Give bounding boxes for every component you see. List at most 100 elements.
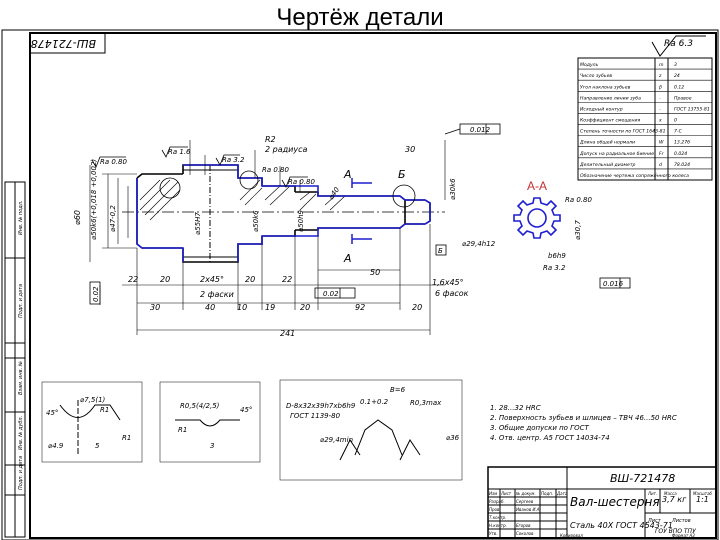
detail-circle <box>159 177 181 199</box>
ra-label: Ra 0.80 <box>100 158 128 166</box>
side-label: Взам. инв. № <box>18 361 24 395</box>
dim-l30b: 30 <box>405 145 415 154</box>
section-marks <box>351 178 372 244</box>
gear-param-symbol: - <box>659 96 661 101</box>
dim-d50k6: ⌀50k6(+0,018 +0,002) <box>90 159 98 240</box>
detail-view-2 <box>159 381 261 463</box>
dim-l20d: 20 <box>412 303 422 312</box>
ra-label: Ra 3.2 <box>222 156 245 164</box>
gear-parameter-table <box>577 57 713 181</box>
dim-d29: ⌀29,4h12 <box>462 240 496 248</box>
detail-label: R0,3max <box>410 399 442 407</box>
side-label: Подп. и дата <box>18 284 24 318</box>
dim-d30h7: ⌀30,7 <box>574 220 582 240</box>
detail-label: ⌀36 <box>446 434 460 442</box>
detail-label: ⌀29,4min <box>320 436 353 444</box>
side-label: Инв. № подл. <box>18 201 24 236</box>
ra-label: Ra 1.6 <box>168 148 191 156</box>
gear-param-value: 0.12 <box>674 84 684 90</box>
gear-param-name: Модуль <box>580 62 599 68</box>
slide-title: Чертёж детали <box>276 4 444 31</box>
gear-param-symbol: - <box>659 130 661 135</box>
ra-label: Ra 0.80 <box>262 166 290 174</box>
detail-label: 45° <box>46 409 58 417</box>
title-block-role: Утв. <box>489 531 497 536</box>
roughness-marks: Ra 0.80 Ra 1.6 Ra 3.2 Ra 0.80 Ra 0.80 <box>100 148 316 186</box>
title-block-role: Т.контр. <box>489 515 506 520</box>
dim-chamfer16: 1,6x45° <box>432 278 464 287</box>
gear-param-value: 13.276 <box>674 140 690 146</box>
dim-l19: 19 <box>265 303 275 312</box>
detail-circle <box>239 170 259 190</box>
title-block-copied: Копировал <box>560 533 583 538</box>
ra-label: Ra 0.80 <box>565 196 593 204</box>
dim-r2b: 2 радиуса <box>265 145 307 154</box>
title-block-sheets: Листов <box>671 518 691 524</box>
detail-view-3 <box>279 379 463 481</box>
gear-teeth <box>183 165 238 262</box>
detail-label: 3 <box>210 442 214 450</box>
detail-view-1-labels: ⌀7,5(1) R1 45° ⌀4.9 5 R1 <box>46 396 131 450</box>
detail-label: B=6 <box>390 386 406 394</box>
title-block-role: Разраб. <box>489 499 505 504</box>
dim-b6h9: b6h9 <box>548 252 566 260</box>
gear-param-symbol: x <box>658 119 662 124</box>
dim-l92: 92 <box>355 303 365 312</box>
section-mark-a-top: А <box>343 168 352 181</box>
detail-label: 45° <box>240 406 252 414</box>
gear-param-value: - <box>674 174 676 179</box>
dim-d55: ⌀55Н7 <box>194 212 202 235</box>
gear-param-name: Обозначение чертежа сопряжённого колеса <box>580 173 689 179</box>
tol-label: 0.02 <box>323 290 339 298</box>
title-block-head: Масштаб <box>693 491 713 496</box>
highlight-contour <box>136 164 431 262</box>
title-block-person: Иванов И.А. <box>516 507 541 512</box>
tol-label: 0.012 <box>470 126 491 134</box>
title-block-col: Дата <box>556 491 568 496</box>
detail-label: D-8x32x39h7xb6h9 <box>286 402 356 410</box>
detail-view-2-labels: R0,5(4/2,5) R1 45° 3 <box>178 402 252 450</box>
dimension-labels: ⌀60 ⌀50k6(+0,018 +0,002) ⌀47-0,2 ⌀55Н7 ⌀… <box>73 135 496 338</box>
gear-param-symbol: Fr <box>659 151 665 157</box>
detail-label: 5 <box>95 442 100 450</box>
gear-param-name: Исходный контур <box>580 106 623 112</box>
gear-param-symbol: z <box>658 74 662 79</box>
detail-label: R0,5(4/2,5) <box>180 402 220 410</box>
detail-label: R1 <box>100 406 109 414</box>
gear-param-name: Степень точности по ГОСТ 1643-81 <box>580 129 666 135</box>
tol-label: 0.016 <box>603 280 624 288</box>
note-line: 1. 28...32 HRC <box>490 404 541 412</box>
dim-d50k6b: ⌀50k6 <box>252 210 260 232</box>
rotated-stamp: ВШ-721478 <box>31 37 96 50</box>
title-block-text: ВШ-721478 Вал-шестерня Сталь 40Х ГОСТ 45… <box>489 472 713 538</box>
gear-param-name: Коэффициент смещения <box>580 118 640 124</box>
dim-d47: ⌀47-0,2 <box>109 205 117 232</box>
detail-circle <box>392 184 416 208</box>
detail-view-1 <box>41 381 143 463</box>
dim-l20a: 20 <box>160 275 170 284</box>
title-block-head: Масса <box>664 491 677 496</box>
gear-param-symbol: W <box>659 140 664 146</box>
title-block-role: Н.контр. <box>489 523 507 528</box>
detail-label: ⌀7,5(1) <box>80 396 106 404</box>
gear-param-symbol: m <box>659 63 664 68</box>
dim-l30a: 30 <box>150 303 160 312</box>
detail-label: R1 <box>178 426 187 434</box>
dim-d30k6: ⌀30k6 <box>449 178 457 200</box>
dim-l22a: 22 <box>128 275 138 284</box>
dim-l2x45: 2x45° <box>200 275 224 284</box>
gear-param-value: Правое <box>674 95 692 101</box>
section-hatch <box>139 179 346 221</box>
dim-l22c: 22 <box>282 275 292 284</box>
dim-chamfer6: 6 фасок <box>435 289 469 298</box>
technical-notes: 1. 28...32 HRC 2. Поверхность зубьев и ш… <box>490 404 677 442</box>
note-line: 4. Отв. центр. А5 ГОСТ 14034-74 <box>490 434 610 442</box>
note-line: 3. Общие допуски по ГОСТ <box>490 424 589 432</box>
note-line: 2. Поверхность зубьев и шлицев – ТВЧ 46.… <box>490 414 677 422</box>
title-block-col: № докум. <box>515 491 536 496</box>
ra-label: Ra 0.80 <box>288 178 316 186</box>
gear-param-value: 0.024 <box>674 151 687 157</box>
tolerance-frames <box>89 123 631 305</box>
title-block-org: ГОУ ВПО ТПУ <box>655 528 696 535</box>
